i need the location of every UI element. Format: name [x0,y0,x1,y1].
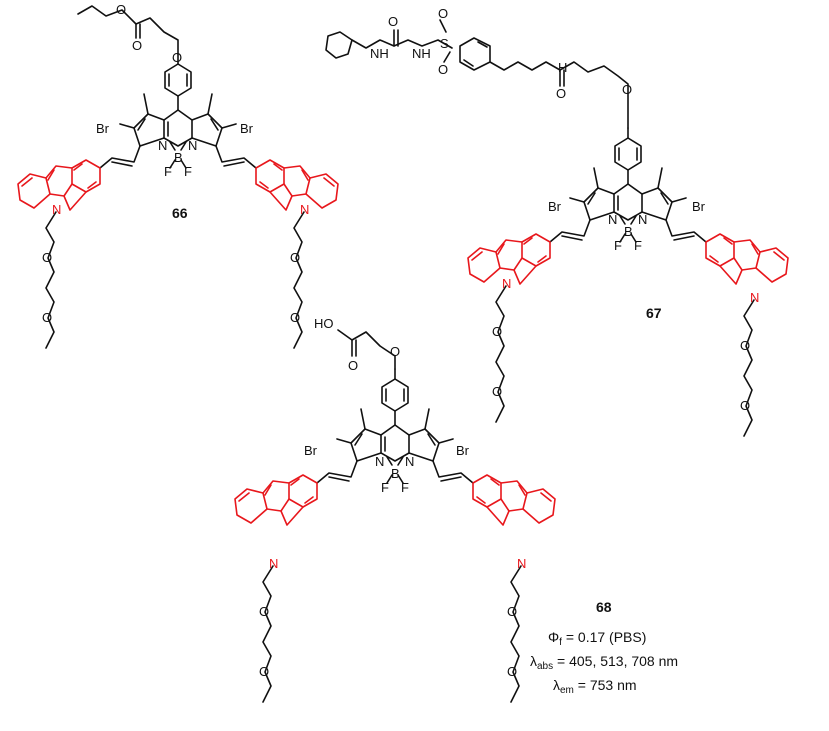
nh-label: NH [370,46,389,61]
compound-id-67: 67 [646,305,662,321]
o-label: O [492,324,502,339]
o-label: O [132,38,142,53]
nh-label: NH [412,46,431,61]
o-label: O [388,14,398,29]
n-label: N [375,454,384,469]
b-label: B [174,150,183,165]
br-label: Br [692,199,706,214]
absorption-text: λabs = 405, 513, 708 nm [530,653,678,672]
o-label: O [740,338,750,353]
o-label: O [259,604,269,619]
br-label: Br [548,199,562,214]
quantum-yield-text: Φf = 0.17 (PBS) [548,629,646,648]
o-label: O [290,310,300,325]
compound-67 [325,19,789,437]
o-label: O [507,604,517,619]
o-label: O [492,384,502,399]
o-label: O [290,250,300,265]
br-label: Br [456,443,470,458]
o-label: O [172,50,182,65]
f-label: F [164,164,172,179]
o-label: O [507,664,517,679]
carbazole-n-label: N [269,556,278,571]
o-label: O [42,250,52,265]
f-label: F [381,480,389,495]
o-label: O [556,86,566,101]
ho-label: HO [314,316,334,331]
o-label: O [622,82,632,97]
o-label: O [348,358,358,373]
o-label: O [438,6,448,21]
o-label: O [116,2,126,17]
o-label: O [390,344,400,359]
o-label: O [259,664,269,679]
f-label: F [401,480,409,495]
h-label: H [558,60,567,75]
b-label: B [624,224,633,239]
compound-66 [17,5,339,349]
n-label: N [188,138,197,153]
compound-id-68: 68 [596,599,612,615]
br-label: Br [96,121,110,136]
n-label: N [638,212,647,227]
o-label: O [42,310,52,325]
compound-68 [234,329,556,703]
br-label: Br [304,443,318,458]
s-label: S [440,36,449,51]
compound-id-66: 66 [172,205,188,221]
n-label: N [158,138,167,153]
carbazole-n-label: N [750,290,759,305]
br-label: Br [240,121,254,136]
emission-text: λem = 753 nm [553,677,637,696]
o-label: O [438,62,448,77]
f-label: F [634,238,642,253]
carbazole-n-label: N [502,276,511,291]
carbazole-n-label: N [517,556,526,571]
carbazole-n-label: N [300,202,309,217]
f-label: F [614,238,622,253]
n-label: N [608,212,617,227]
b-label: B [391,466,400,481]
o-label: O [740,398,750,413]
n-label: N [405,454,414,469]
carbazole-n-label: N [52,202,61,217]
f-label: F [184,164,192,179]
